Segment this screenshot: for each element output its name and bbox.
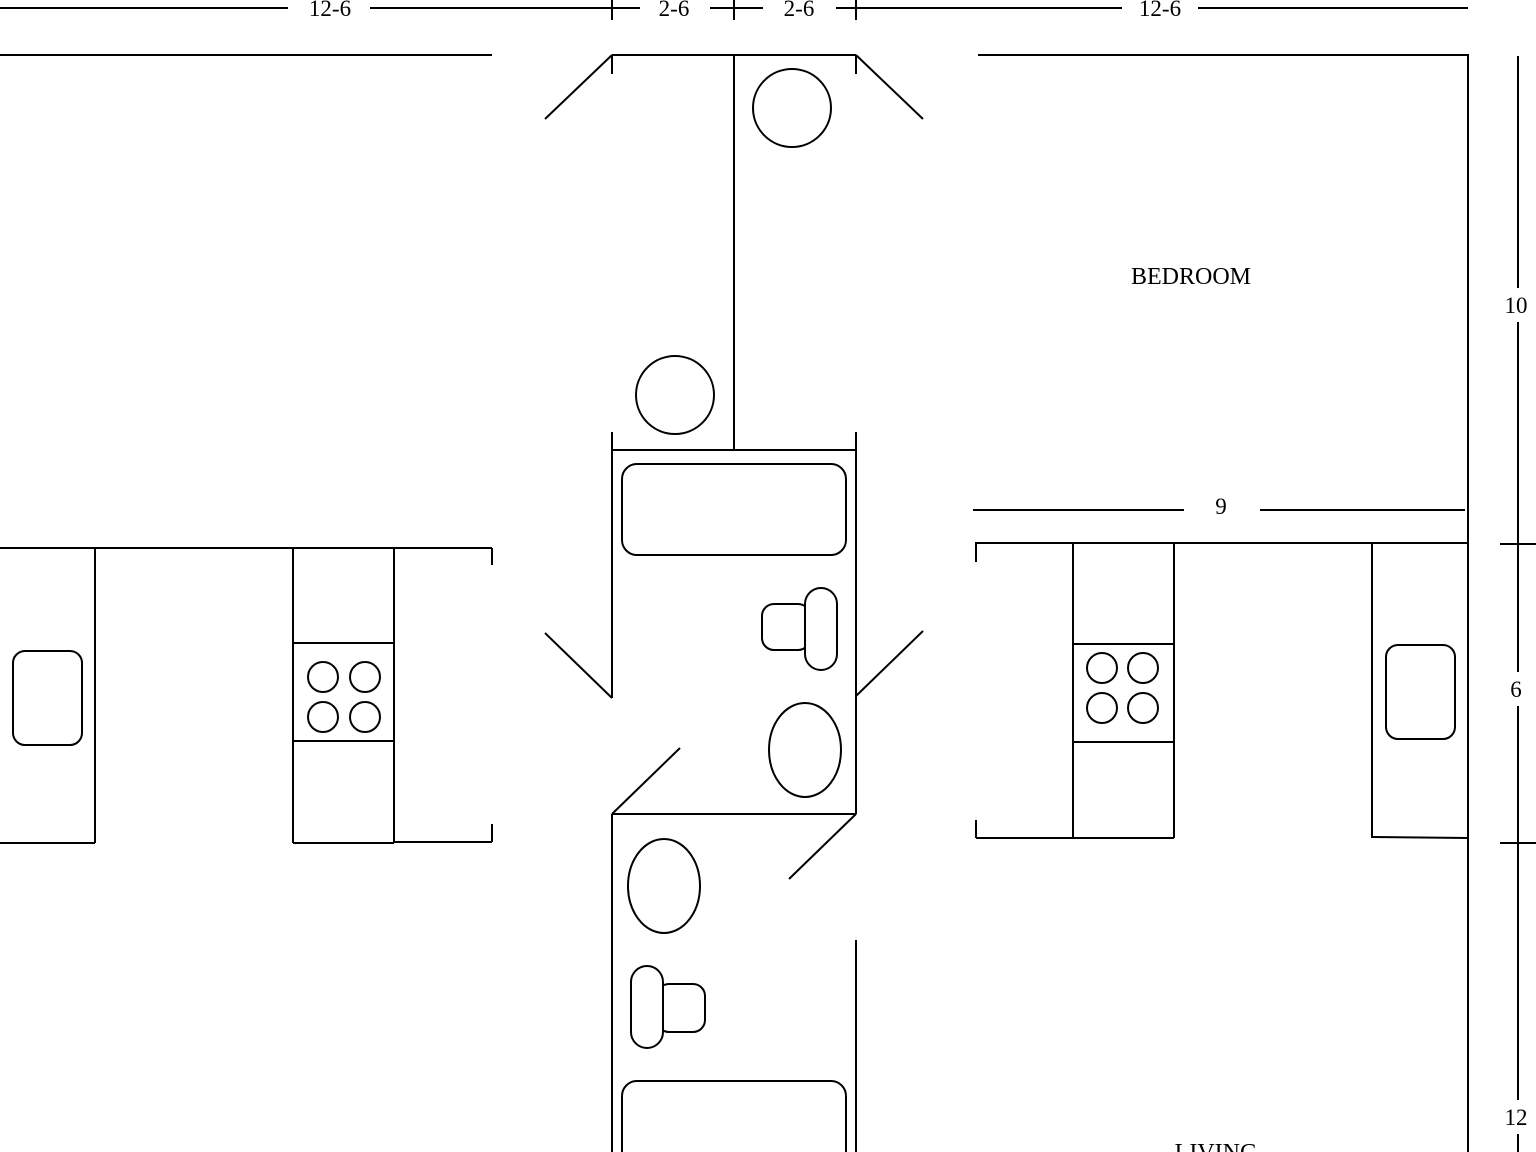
door-swings [544, 54, 924, 880]
dim-top-right: 12-6 [1139, 0, 1181, 21]
left-stove-burner-icon [349, 661, 381, 693]
left-stove-burner-icon [307, 701, 339, 733]
bathtub-icon [621, 463, 847, 556]
right-stove-burner-icon [1086, 652, 1118, 684]
right-kitchen-sink-icon [1385, 644, 1456, 740]
water-heater-icon [752, 68, 832, 148]
dim-bedroom-width: 9 [1215, 494, 1227, 519]
right-stove-burner-icon [1127, 692, 1159, 724]
room-label-living: LIVING [1175, 1140, 1258, 1152]
dim-top-left: 12-6 [309, 0, 351, 21]
right-kitchen [975, 543, 1469, 839]
left-stove-burner-icon [307, 661, 339, 693]
right-dimension-line [1500, 56, 1536, 1152]
dim-right-upper: 10 [1505, 293, 1528, 318]
top-dimension-line [0, 0, 1468, 20]
walls [0, 54, 1469, 1152]
dim-right-lower: 12 [1505, 1105, 1528, 1130]
left-kitchen [0, 547, 493, 844]
left-kitchen-sink-icon [12, 650, 83, 746]
bathroom-sink-icon [768, 702, 842, 798]
toilet-icon [630, 965, 706, 1049]
water-heater-icon [635, 355, 715, 435]
dim-top-center-right: 2-6 [784, 0, 815, 21]
bathroom-sink-icon [627, 838, 701, 934]
right-stove-burner-icon [1086, 692, 1118, 724]
bathtub-icon [621, 1080, 847, 1152]
dim-top-center-left: 2-6 [659, 0, 690, 21]
room-label-bedroom: BEDROOM [1131, 264, 1251, 290]
left-stove-burner-icon [349, 701, 381, 733]
right-stove-burner-icon [1127, 652, 1159, 684]
toilet-icon [761, 587, 838, 671]
dim-right-middle: 6 [1510, 677, 1522, 702]
